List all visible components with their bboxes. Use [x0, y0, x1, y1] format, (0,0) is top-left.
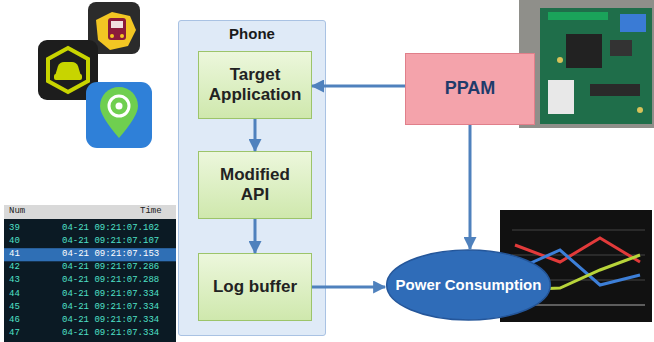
flow-arrow: [254, 119, 257, 151]
node-label: Power Consumption: [396, 276, 542, 294]
node-label: Modified API: [205, 165, 305, 206]
row-time: 04-21 09:21:07.288: [62, 274, 159, 287]
row-time: 04-21 09:21:07.107: [62, 235, 159, 248]
row-number: 47: [9, 327, 20, 340]
ellipse-node: Power Consumption: [385, 249, 552, 321]
text-group: PPAM: [445, 78, 496, 100]
column-header: Time: [140, 205, 162, 218]
log-window: [4, 205, 176, 342]
node-label: PPAM: [445, 78, 496, 100]
node-label: Log buffer: [213, 277, 297, 297]
row-time: 04-21 09:21:07.102: [62, 222, 159, 235]
text-group: Power Consumption: [396, 276, 542, 294]
process-box: Target Application: [198, 51, 312, 119]
module-box: PPAM: [405, 53, 535, 125]
row-time: 04-21 09:21:07.286: [62, 261, 159, 274]
row-time: 04-21 09:21:07.334: [62, 288, 159, 301]
row-time: 04-21 09:21:07.334: [62, 314, 159, 327]
panel-title: Phone: [179, 25, 325, 43]
row-number: 41: [9, 248, 20, 261]
row-time: 04-21 09:21:07.334: [62, 301, 159, 314]
row-number: 40: [9, 235, 20, 248]
row-number: 45: [9, 301, 20, 314]
text-group: Log buffer: [213, 277, 297, 297]
row-number: 39: [9, 222, 20, 235]
text-group: Modified API: [205, 165, 305, 206]
flow-arrow: [312, 286, 385, 289]
process-box: Modified API: [198, 151, 312, 219]
board-photo: [519, 0, 654, 128]
row-time: 04-21 09:21:07.153: [62, 248, 159, 261]
text-group: Target Application: [205, 65, 305, 106]
node-label: Target Application: [205, 65, 305, 106]
flow-arrow: [469, 125, 472, 249]
flow-arrow: [312, 85, 405, 88]
flow-arrow: [254, 219, 257, 253]
row-number: 46: [9, 314, 20, 327]
device-panel: PhoneTarget ApplicationModified API Log b…: [178, 20, 326, 336]
row-number: 44: [9, 288, 20, 301]
column-header: Num: [9, 205, 25, 218]
app-icons: [38, 2, 152, 148]
process-box: Log buffer: [198, 253, 312, 321]
row-time: 04-21 09:21:07.334: [62, 327, 159, 340]
ellipse-outline: [387, 250, 551, 320]
row-number: 43: [9, 274, 20, 287]
text-group: Phone: [179, 25, 325, 43]
row-number: 42: [9, 261, 20, 274]
